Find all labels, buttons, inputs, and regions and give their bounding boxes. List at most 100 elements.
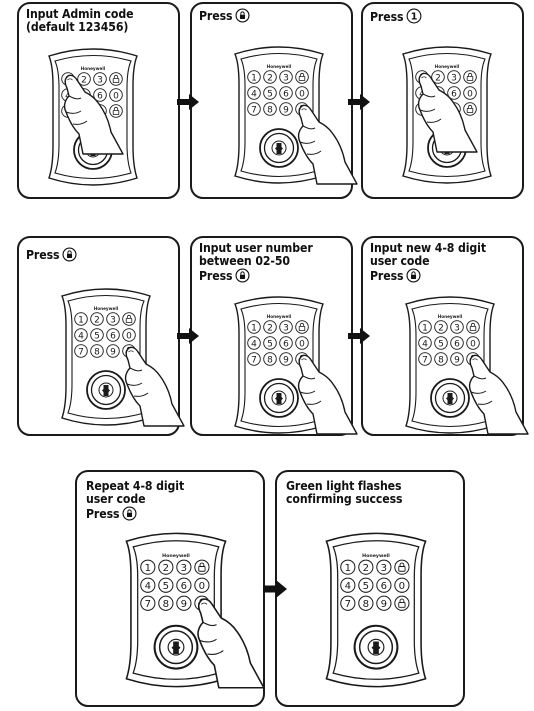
svg-text:3: 3 bbox=[181, 563, 187, 574]
svg-text:8: 8 bbox=[94, 347, 100, 357]
svg-text:4: 4 bbox=[251, 89, 257, 99]
lock-key-icon bbox=[235, 8, 250, 26]
keypad-key-5: 5 bbox=[158, 577, 174, 593]
step-caption: Input Admin code (default 123456) bbox=[26, 7, 134, 34]
svg-text:1: 1 bbox=[422, 323, 428, 333]
svg-text:7: 7 bbox=[422, 355, 428, 365]
keypad-lock-key bbox=[194, 559, 210, 575]
keypad-key-9: 9 bbox=[376, 595, 392, 611]
step-panel-8: Green light flashes confirming success H… bbox=[275, 470, 465, 707]
svg-text:3: 3 bbox=[97, 75, 103, 85]
keypad-key-0: 0 bbox=[295, 336, 309, 350]
step-panel-6: Input new 4-8 digit user code Press Hone… bbox=[361, 236, 529, 436]
keypad-key-8: 8 bbox=[90, 344, 104, 358]
keypad-key-2: 2 bbox=[434, 320, 448, 334]
keypad-lock-key bbox=[295, 320, 309, 334]
caption-line: Press bbox=[199, 9, 233, 23]
keypad-key-4: 4 bbox=[140, 577, 156, 593]
svg-text:5: 5 bbox=[267, 89, 273, 99]
svg-text:1: 1 bbox=[251, 323, 257, 333]
step-caption: Green light flashes confirming success bbox=[286, 480, 403, 506]
svg-text:6: 6 bbox=[381, 581, 387, 592]
keypad-key-2: 2 bbox=[263, 320, 277, 334]
svg-text:5: 5 bbox=[438, 339, 444, 349]
svg-text:0: 0 bbox=[113, 91, 119, 101]
keypad-key-0: 0 bbox=[122, 328, 136, 342]
keypad-key-3: 3 bbox=[176, 559, 192, 575]
caption-line: Input user number bbox=[199, 241, 313, 255]
keypad-key-4: 4 bbox=[418, 336, 432, 350]
keypad-key-9: 9 bbox=[106, 344, 120, 358]
keypad-key-6: 6 bbox=[450, 336, 464, 350]
svg-text:4: 4 bbox=[78, 331, 84, 341]
svg-text:7: 7 bbox=[251, 355, 257, 365]
step-panel-1: Input Admin code (default 123456) Honeyw… bbox=[17, 2, 180, 199]
svg-text:9: 9 bbox=[454, 355, 460, 365]
keypad-key-6: 6 bbox=[106, 328, 120, 342]
keypad-key-7: 7 bbox=[340, 595, 356, 611]
svg-text:8: 8 bbox=[267, 355, 273, 365]
svg-text:9: 9 bbox=[283, 105, 289, 115]
keypad-key-2: 2 bbox=[77, 72, 91, 86]
circled-digit-icon: 1 bbox=[406, 8, 422, 27]
keypad-key-3: 3 bbox=[279, 70, 293, 84]
keypad-key-7: 7 bbox=[418, 352, 432, 366]
pressing-hand-icon bbox=[297, 354, 358, 435]
keypad-key-2: 2 bbox=[263, 70, 277, 84]
svg-text:1: 1 bbox=[251, 73, 257, 83]
brand-label: Honeywell bbox=[162, 553, 190, 559]
keypad-key-2: 2 bbox=[358, 559, 374, 575]
svg-text:9: 9 bbox=[381, 599, 387, 610]
brand-label: Honeywell bbox=[438, 314, 463, 319]
svg-text:8: 8 bbox=[363, 599, 369, 610]
keypad-key-8: 8 bbox=[434, 352, 448, 366]
keypad-key-6: 6 bbox=[176, 577, 192, 593]
svg-text:9: 9 bbox=[110, 347, 116, 357]
step-caption: Input new 4-8 digit user code Press bbox=[370, 242, 486, 286]
svg-text:6: 6 bbox=[97, 91, 103, 101]
keypad-key-7: 7 bbox=[247, 102, 261, 116]
caption-line: Input Admin code bbox=[26, 7, 134, 21]
svg-text:0: 0 bbox=[299, 339, 305, 349]
keypad-key-3: 3 bbox=[93, 72, 107, 86]
pressing-hand-icon bbox=[63, 74, 124, 155]
keypad-key-2: 2 bbox=[158, 559, 174, 575]
svg-text:5: 5 bbox=[363, 581, 369, 592]
caption-line: user code bbox=[86, 492, 146, 506]
caption-line: Press bbox=[86, 507, 120, 521]
keypad-key-8: 8 bbox=[263, 102, 277, 116]
lock-key-icon bbox=[406, 268, 421, 286]
svg-text:4: 4 bbox=[145, 581, 151, 592]
keypad-key-6: 6 bbox=[93, 88, 107, 102]
keypad-lock-key bbox=[295, 70, 309, 84]
keypad-key-0: 0 bbox=[194, 577, 210, 593]
caption-line: Repeat 4-8 digit bbox=[86, 479, 185, 493]
keypad-key-1: 1 bbox=[74, 312, 88, 326]
svg-text:0: 0 bbox=[399, 581, 405, 592]
keypad-key-3: 3 bbox=[450, 320, 464, 334]
caption-line: Press bbox=[199, 269, 233, 283]
keypad-key-2: 2 bbox=[90, 312, 104, 326]
svg-text:6: 6 bbox=[454, 339, 460, 349]
svg-text:4: 4 bbox=[251, 339, 257, 349]
svg-text:0: 0 bbox=[470, 339, 476, 349]
keypad-key-6: 6 bbox=[447, 86, 461, 100]
brand-label: Honeywell bbox=[94, 306, 119, 311]
keypad-key-2: 2 bbox=[431, 70, 445, 84]
keypad-key-6: 6 bbox=[279, 86, 293, 100]
svg-text:1: 1 bbox=[145, 563, 151, 574]
svg-text:0: 0 bbox=[467, 89, 473, 99]
caption-line: Press bbox=[370, 10, 404, 24]
keypad-key-1: 1 bbox=[247, 320, 261, 334]
svg-text:3: 3 bbox=[454, 323, 460, 333]
keypad-key-7: 7 bbox=[74, 344, 88, 358]
svg-text:6: 6 bbox=[283, 89, 289, 99]
svg-text:5: 5 bbox=[163, 581, 169, 592]
pressing-hand-icon bbox=[417, 72, 478, 153]
keypad-lock-key bbox=[122, 312, 136, 326]
pressing-hand-icon bbox=[468, 354, 529, 435]
keypad-key-1: 1 bbox=[418, 320, 432, 334]
